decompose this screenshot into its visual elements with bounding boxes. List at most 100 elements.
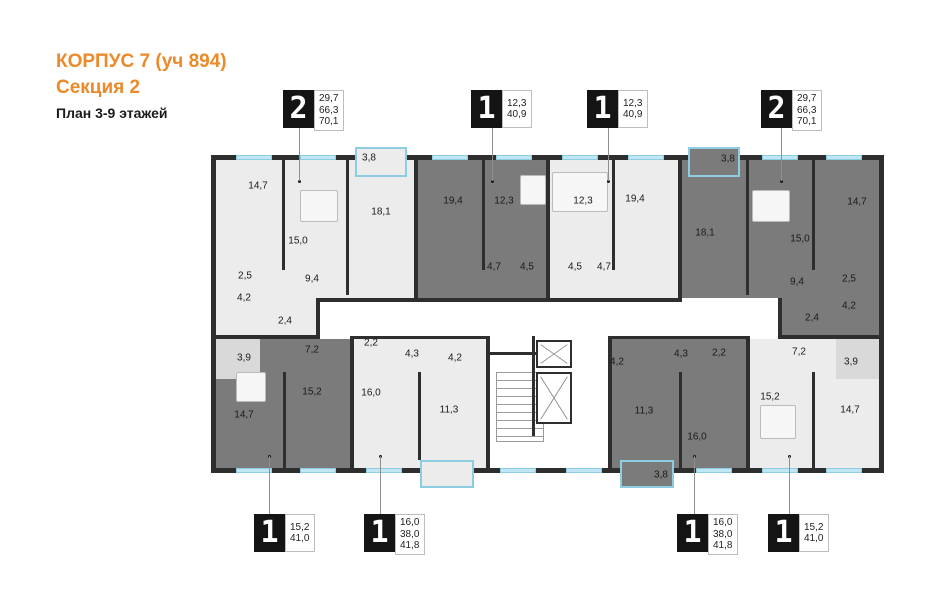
area-label: 11,3: [439, 404, 459, 416]
room-count: 1: [364, 514, 395, 552]
total-area-with-balcony: 41,8: [400, 540, 420, 551]
area-label: 9,4: [790, 276, 804, 288]
total-area: 40,9: [507, 109, 527, 120]
total-area: 41,0: [804, 533, 824, 544]
bed-icon: [760, 405, 796, 439]
living-area: 12,3: [507, 97, 527, 109]
leader-line: [608, 128, 609, 181]
apartment-b4-bath[interactable]: [836, 339, 879, 379]
wall: [482, 160, 485, 270]
area-label: 4,7: [487, 261, 501, 273]
wall: [418, 372, 421, 460]
area-label: 2,4: [278, 315, 292, 327]
area-label: 7,2: [792, 346, 806, 358]
area-label: 4,5: [568, 261, 582, 273]
floor-range-label: План 3-9 этажей: [56, 105, 168, 121]
area-label: 2,5: [238, 270, 252, 282]
area-label: 11,3: [634, 405, 654, 417]
apartment-a4-lower[interactable]: [782, 298, 879, 335]
leader-line: [380, 456, 381, 514]
wall: [316, 298, 320, 339]
area-label: 3,9: [237, 352, 251, 364]
wall: [350, 336, 354, 468]
window: [366, 468, 402, 473]
room-count: 2: [283, 90, 314, 128]
wall: [350, 336, 490, 339]
total-area: 66,3: [797, 104, 817, 116]
area-values: 29,7 66,3 70,1: [792, 90, 822, 131]
apartment-tag-top-3[interactable]: 1 12,3 40,9: [587, 90, 648, 128]
area-label: 4,2: [448, 352, 462, 364]
apartment-tag-top-2[interactable]: 1 12,3 40,9: [471, 90, 532, 128]
wall: [812, 160, 815, 270]
area-label: 12,3: [573, 195, 593, 207]
living-area: 15,2: [290, 521, 310, 533]
total-area: 40,9: [623, 109, 643, 120]
area-label: 12,3: [494, 195, 514, 207]
wall: [283, 372, 286, 468]
apartment-tag-bottom-2[interactable]: 1 16,0 38,0 41,8: [364, 514, 425, 555]
apartment-tag-top-4[interactable]: 2 29,7 66,3 70,1: [761, 90, 822, 131]
balcony-a4[interactable]: [688, 147, 740, 177]
area-label: 4,5: [520, 261, 534, 273]
wall: [679, 372, 682, 468]
living-area: 29,7: [797, 93, 817, 104]
apartment-a4[interactable]: [682, 160, 879, 298]
bed-icon: [552, 172, 608, 212]
window: [826, 468, 862, 473]
total-area-with-balcony: 41,8: [713, 540, 733, 551]
area-label: 2,2: [364, 337, 378, 349]
wall: [608, 336, 750, 339]
area-label: 18,1: [695, 227, 715, 239]
elevator-large: [536, 372, 572, 424]
window: [496, 155, 532, 160]
balcony-b2[interactable]: [420, 460, 474, 488]
area-label: 3,8: [362, 152, 376, 164]
window: [236, 155, 272, 160]
room-count: 1: [768, 514, 799, 552]
wall: [746, 160, 749, 295]
leader-line: [299, 128, 300, 181]
wall: [282, 160, 285, 270]
balcony-a1[interactable]: [355, 147, 407, 177]
area-values: 12,3 40,9: [502, 90, 532, 128]
wall: [782, 335, 884, 339]
apartment-a1[interactable]: [216, 160, 414, 298]
area-label: 15,0: [288, 235, 308, 247]
room-count: 1: [677, 514, 708, 552]
area-label: 15,2: [760, 391, 780, 403]
window: [762, 468, 798, 473]
area-label: 19,4: [625, 193, 645, 205]
anchor-dot: [298, 180, 301, 183]
apartment-tag-bottom-3[interactable]: 1 16,0 38,0 41,8: [677, 514, 738, 555]
leader-line: [789, 456, 790, 514]
area-label: 16,0: [687, 431, 707, 443]
area-label: 14,7: [847, 196, 867, 208]
area-label: 2,4: [805, 312, 819, 324]
apartment-tag-top-1[interactable]: 2 29,7 66,3 70,1: [283, 90, 344, 131]
area-label: 2,2: [712, 347, 726, 359]
balcony-b3[interactable]: [620, 460, 674, 488]
apartment-tag-bottom-4[interactable]: 1 15,2 41,0: [768, 514, 829, 552]
bed-icon: [752, 190, 790, 222]
apartment-a1-lower[interactable]: [216, 298, 316, 335]
window: [762, 155, 798, 160]
wall: [879, 155, 884, 473]
window: [432, 155, 468, 160]
wall: [612, 160, 615, 270]
leader-line: [781, 128, 782, 181]
area-label: 14,7: [248, 180, 268, 192]
area-label: 4,2: [237, 292, 251, 304]
wall: [608, 336, 612, 468]
window: [300, 468, 336, 473]
area-values: 16,0 38,0 41,8: [395, 514, 425, 555]
total-area: 38,0: [713, 528, 733, 540]
area-label: 4,2: [842, 300, 856, 312]
area-label: 16,0: [361, 387, 381, 399]
leader-line: [694, 456, 695, 514]
elevator-small: [536, 340, 572, 368]
area-label: 18,1: [371, 206, 391, 218]
apartment-tag-bottom-1[interactable]: 1 15,2 41,0: [254, 514, 315, 552]
area-values: 12,3 40,9: [618, 90, 648, 128]
